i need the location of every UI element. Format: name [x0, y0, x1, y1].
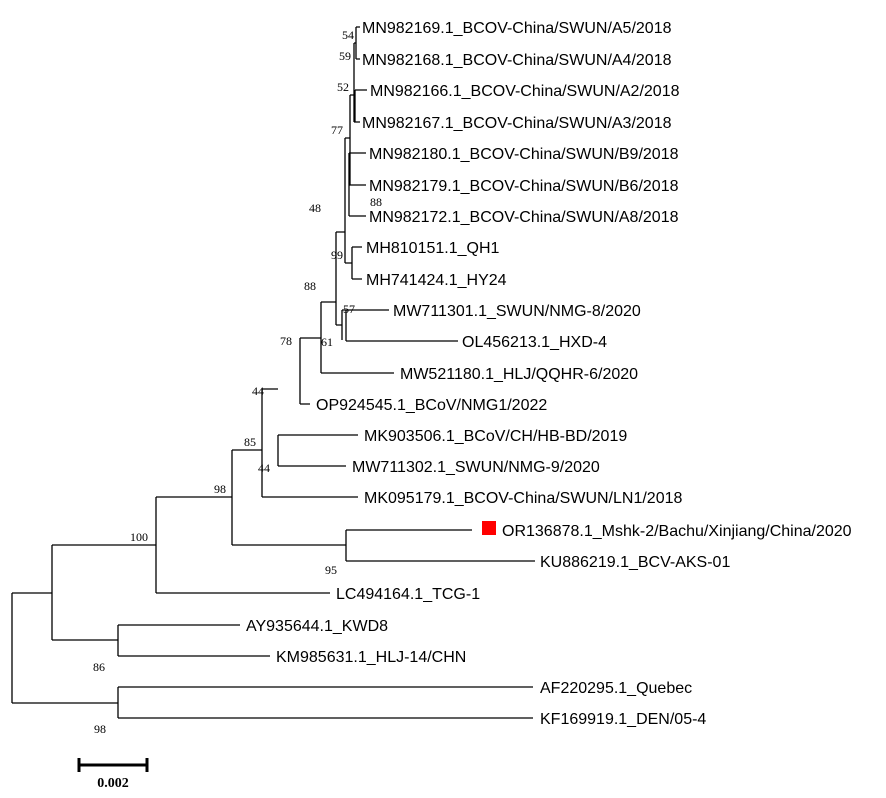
branch [51, 544, 156, 641]
branch [320, 301, 394, 374]
scale-bar: 0.002 [77, 758, 149, 791]
bootstrap-value: 88 [370, 195, 382, 209]
bootstrap-value: 54 [342, 28, 354, 42]
bootstrap-value: 77 [331, 123, 343, 137]
branch [117, 686, 533, 719]
bootstrap-value: 100 [130, 530, 148, 544]
leaf-label: AF220295.1_Quebec [540, 680, 692, 697]
branch [351, 246, 362, 280]
branch [349, 94, 354, 186]
bootstrap-value: 78 [280, 334, 292, 348]
leaf-label: MW711301.1_SWUN/NMG-8/2020 [393, 303, 641, 320]
branch [345, 529, 535, 562]
leaf-label: MN982179.1_BCOV-China/SWUN/B6/2018 [369, 178, 679, 195]
bootstrap-value: 61 [321, 335, 333, 349]
leaf-label: MN982172.1_BCOV-China/SWUN/A8/2018 [369, 209, 679, 226]
leaf-label: AY935644.1_KWD8 [246, 618, 388, 635]
leaf-label: MN982169.1_BCOV-China/SWUN/A5/2018 [362, 20, 672, 37]
leaf-labels: MN982169.1_BCOV-China/SWUN/A5/2018 MN982… [246, 20, 852, 728]
bootstrap-value: 99 [331, 248, 343, 262]
branch [299, 337, 321, 405]
tree-branches [11, 26, 535, 719]
branch [117, 624, 270, 657]
bootstrap-value: 59 [339, 49, 351, 63]
scale-bar-label: 0.002 [97, 776, 129, 791]
leaf-label: MW521180.1_HLJ/QQHR-6/2020 [400, 366, 638, 383]
leaf-label: MN982168.1_BCOV-China/SWUN/A4/2018 [362, 52, 672, 69]
leaf-label: OP924545.1_BCoV/NMG1/2022 [316, 397, 547, 414]
leaf-label: KM985631.1_HLJ-14/CHN [276, 649, 466, 666]
bootstrap-value: 44 [258, 461, 270, 475]
leaf-label: MH810151.1_QH1 [366, 240, 500, 257]
leaf-label: LC494164.1_TCG-1 [336, 586, 480, 603]
bootstrap-value: 48 [309, 201, 321, 215]
bootstrap-value: 52 [337, 80, 349, 94]
branch [231, 449, 346, 546]
bootstrap-value: 86 [93, 660, 105, 674]
leaf-label: MW711302.1_SWUN/NMG-9/2020 [352, 459, 600, 476]
bootstrap-value: 98 [94, 722, 106, 736]
branch [155, 496, 330, 594]
bootstrap-values: 54 59 52 77 88 48 99 57 61 88 78 44 85 4… [93, 28, 382, 736]
bootstrap-value: 85 [244, 435, 256, 449]
branch [11, 592, 118, 704]
bootstrap-value: 44 [252, 384, 264, 398]
branch [277, 434, 358, 467]
bootstrap-value: 57 [343, 302, 355, 316]
bootstrap-value: 98 [214, 482, 226, 496]
leaf-label: MN982180.1_BCOV-China/SWUN/B9/2018 [369, 146, 679, 163]
leaf-label: MK903506.1_BCoV/CH/HB-BD/2019 [364, 428, 627, 445]
bootstrap-value: 88 [304, 279, 316, 293]
bootstrap-value: 95 [325, 563, 337, 577]
leaf-label: MN982166.1_BCOV-China/SWUN/A2/2018 [370, 83, 680, 100]
leaf-label: MH741424.1_HY24 [366, 272, 507, 289]
branch [261, 388, 358, 498]
leaf-label: OL456213.1_HXD-4 [462, 334, 607, 351]
highlight-marker [482, 521, 496, 535]
leaf-label: MN982167.1_BCOV-China/SWUN/A3/2018 [362, 115, 672, 132]
branch [345, 309, 458, 342]
branch [341, 309, 346, 340]
leaf-label: KF169919.1_DEN/05-4 [540, 711, 706, 728]
branch [348, 152, 366, 217]
branch [344, 137, 352, 264]
leaf-label: OR136878.1_Mshk-2/Bachu/Xinjiang/China/2… [502, 523, 852, 540]
branch [354, 89, 367, 123]
leaf-label: KU886219.1_BCV-AKS-01 [540, 554, 730, 571]
branch [355, 26, 360, 60]
branch [335, 231, 345, 326]
leaf-label: MK095179.1_BCOV-China/SWUN/LN1/2018 [364, 490, 682, 507]
